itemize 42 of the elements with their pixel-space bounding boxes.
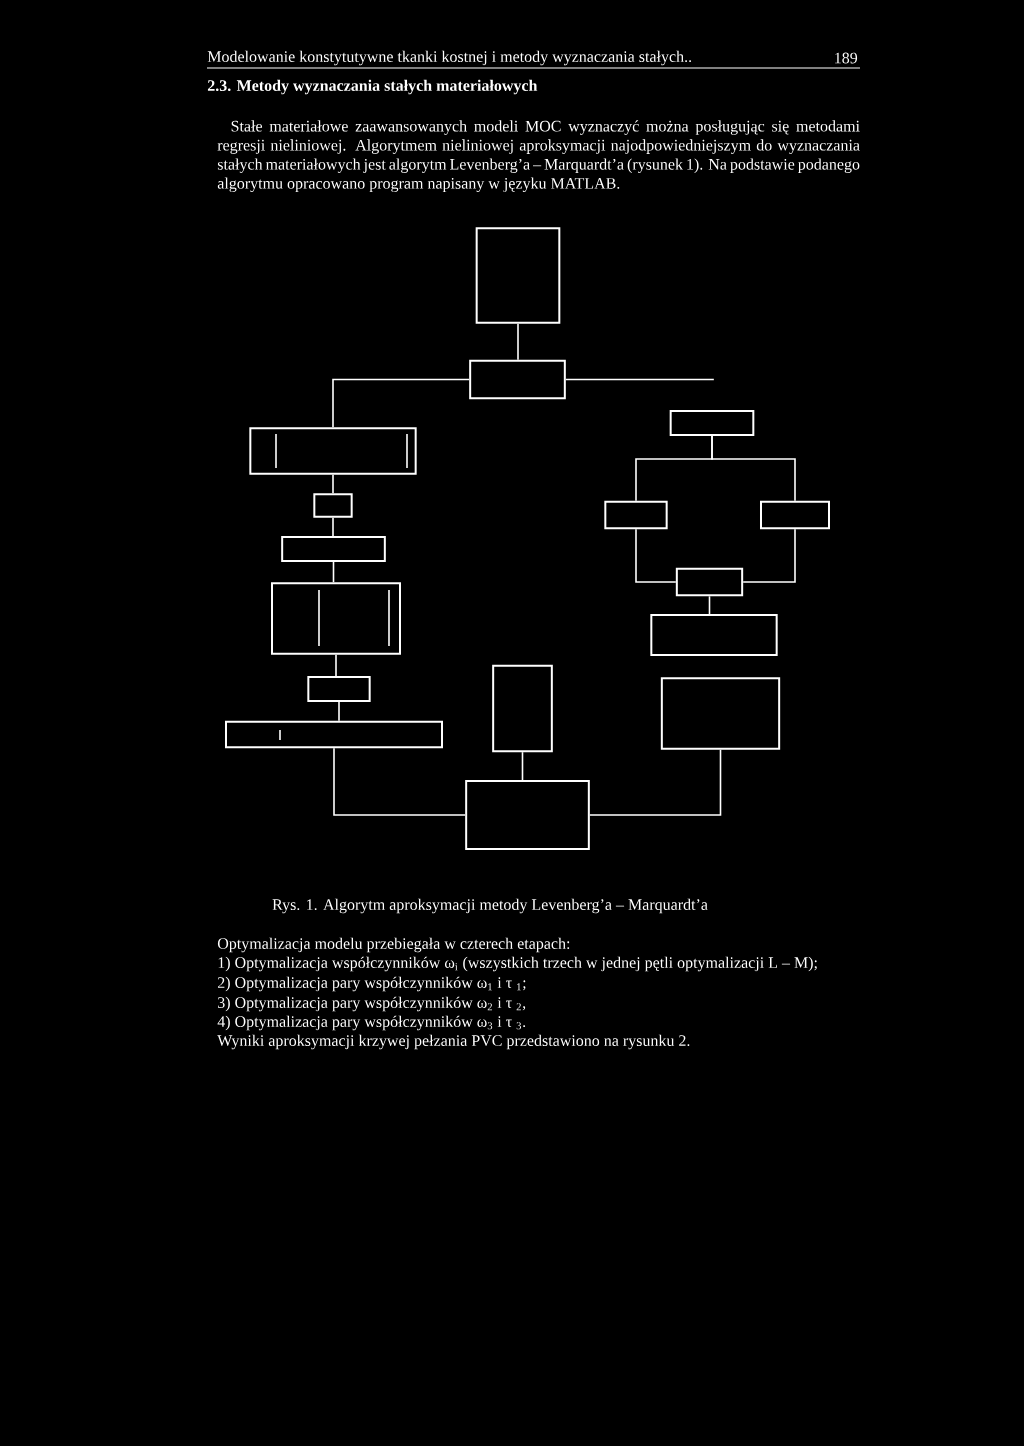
connector-line — [711, 435, 796, 502]
process-box — [604, 500, 668, 530]
connector-line — [333, 747, 466, 816]
connector-line — [332, 517, 334, 537]
connector-line — [589, 749, 722, 816]
connector-line — [635, 528, 677, 583]
list-item: 2) Optymalizacja pary współczynników ω$_{1}$ i τ $_{1}$; — [218, 976, 526, 992]
list-item: 4) Optymalizacja pary współczynników ω$_{3}$ i τ $_{3}$. — [217, 1015, 526, 1031]
connector-line — [332, 473, 334, 494]
connector-line — [332, 561, 335, 583]
connector-line — [335, 654, 337, 677]
section-heading: 2.3. Metody wyznaczania stałych materiałowych — [207, 79, 538, 95]
process-box — [249, 427, 417, 475]
connector-line — [332, 378, 470, 429]
list-item: 1) Optymalizacja współczynników ω$_{i}$ (wszystkich trzech w jednej pętli optymalizacji L – M); — [218, 956, 817, 972]
paragraph: Stałe materiałowe zaawansowanych modeli MOC wyznaczyć można posługując się metodami regresji nieliniowej. Algorytmem nieliniowej aproksymacji najodpowiedniejszym do wyznaczania stałych materiałowych jest algorytm Levenberg’a – Marquardt’a (rysunek 1). Na podstawie podanego algorytmu opracowano program napisany w języku MATLAB. — [217, 120, 860, 193]
paragraph: Wyniki aproksymacji krzywej pełzania PVC przedstawiono na rysunku 2. — [217, 1034, 690, 1050]
process-box — [313, 493, 353, 518]
connector-line — [742, 528, 796, 583]
process-box — [492, 664, 553, 753]
connector-line — [338, 701, 340, 722]
connector-line — [565, 378, 715, 381]
running-header: Modelowanie konstytutywne tkanki kostnej i metody wyznaczania stałych.. — [207, 50, 692, 66]
process-box — [469, 359, 566, 400]
process-box — [650, 614, 778, 656]
list-item: 3) Optymalizacja pary współczynników ω$_{2}$ i τ $_{2}$, — [218, 996, 526, 1012]
process-box — [660, 677, 781, 750]
page-number: 189 — [835, 52, 858, 64]
paragraph: Optymalizacja modelu przebiegała w czterech etapach: — [217, 937, 570, 953]
process-box — [675, 567, 744, 597]
process-box — [225, 720, 443, 749]
process-box — [465, 780, 590, 850]
process-box — [475, 227, 561, 324]
process-box — [281, 536, 386, 562]
process-box — [760, 500, 830, 530]
process-box — [271, 582, 401, 655]
process-box — [669, 410, 755, 436]
connector-line — [708, 595, 711, 615]
connector-line — [517, 323, 519, 361]
process-box — [307, 676, 371, 702]
connector-line — [521, 751, 524, 781]
figure-caption: Rys. 1. Algorytm aproksymacji metody Levenberg’a – Marquardt’a — [272, 898, 708, 914]
